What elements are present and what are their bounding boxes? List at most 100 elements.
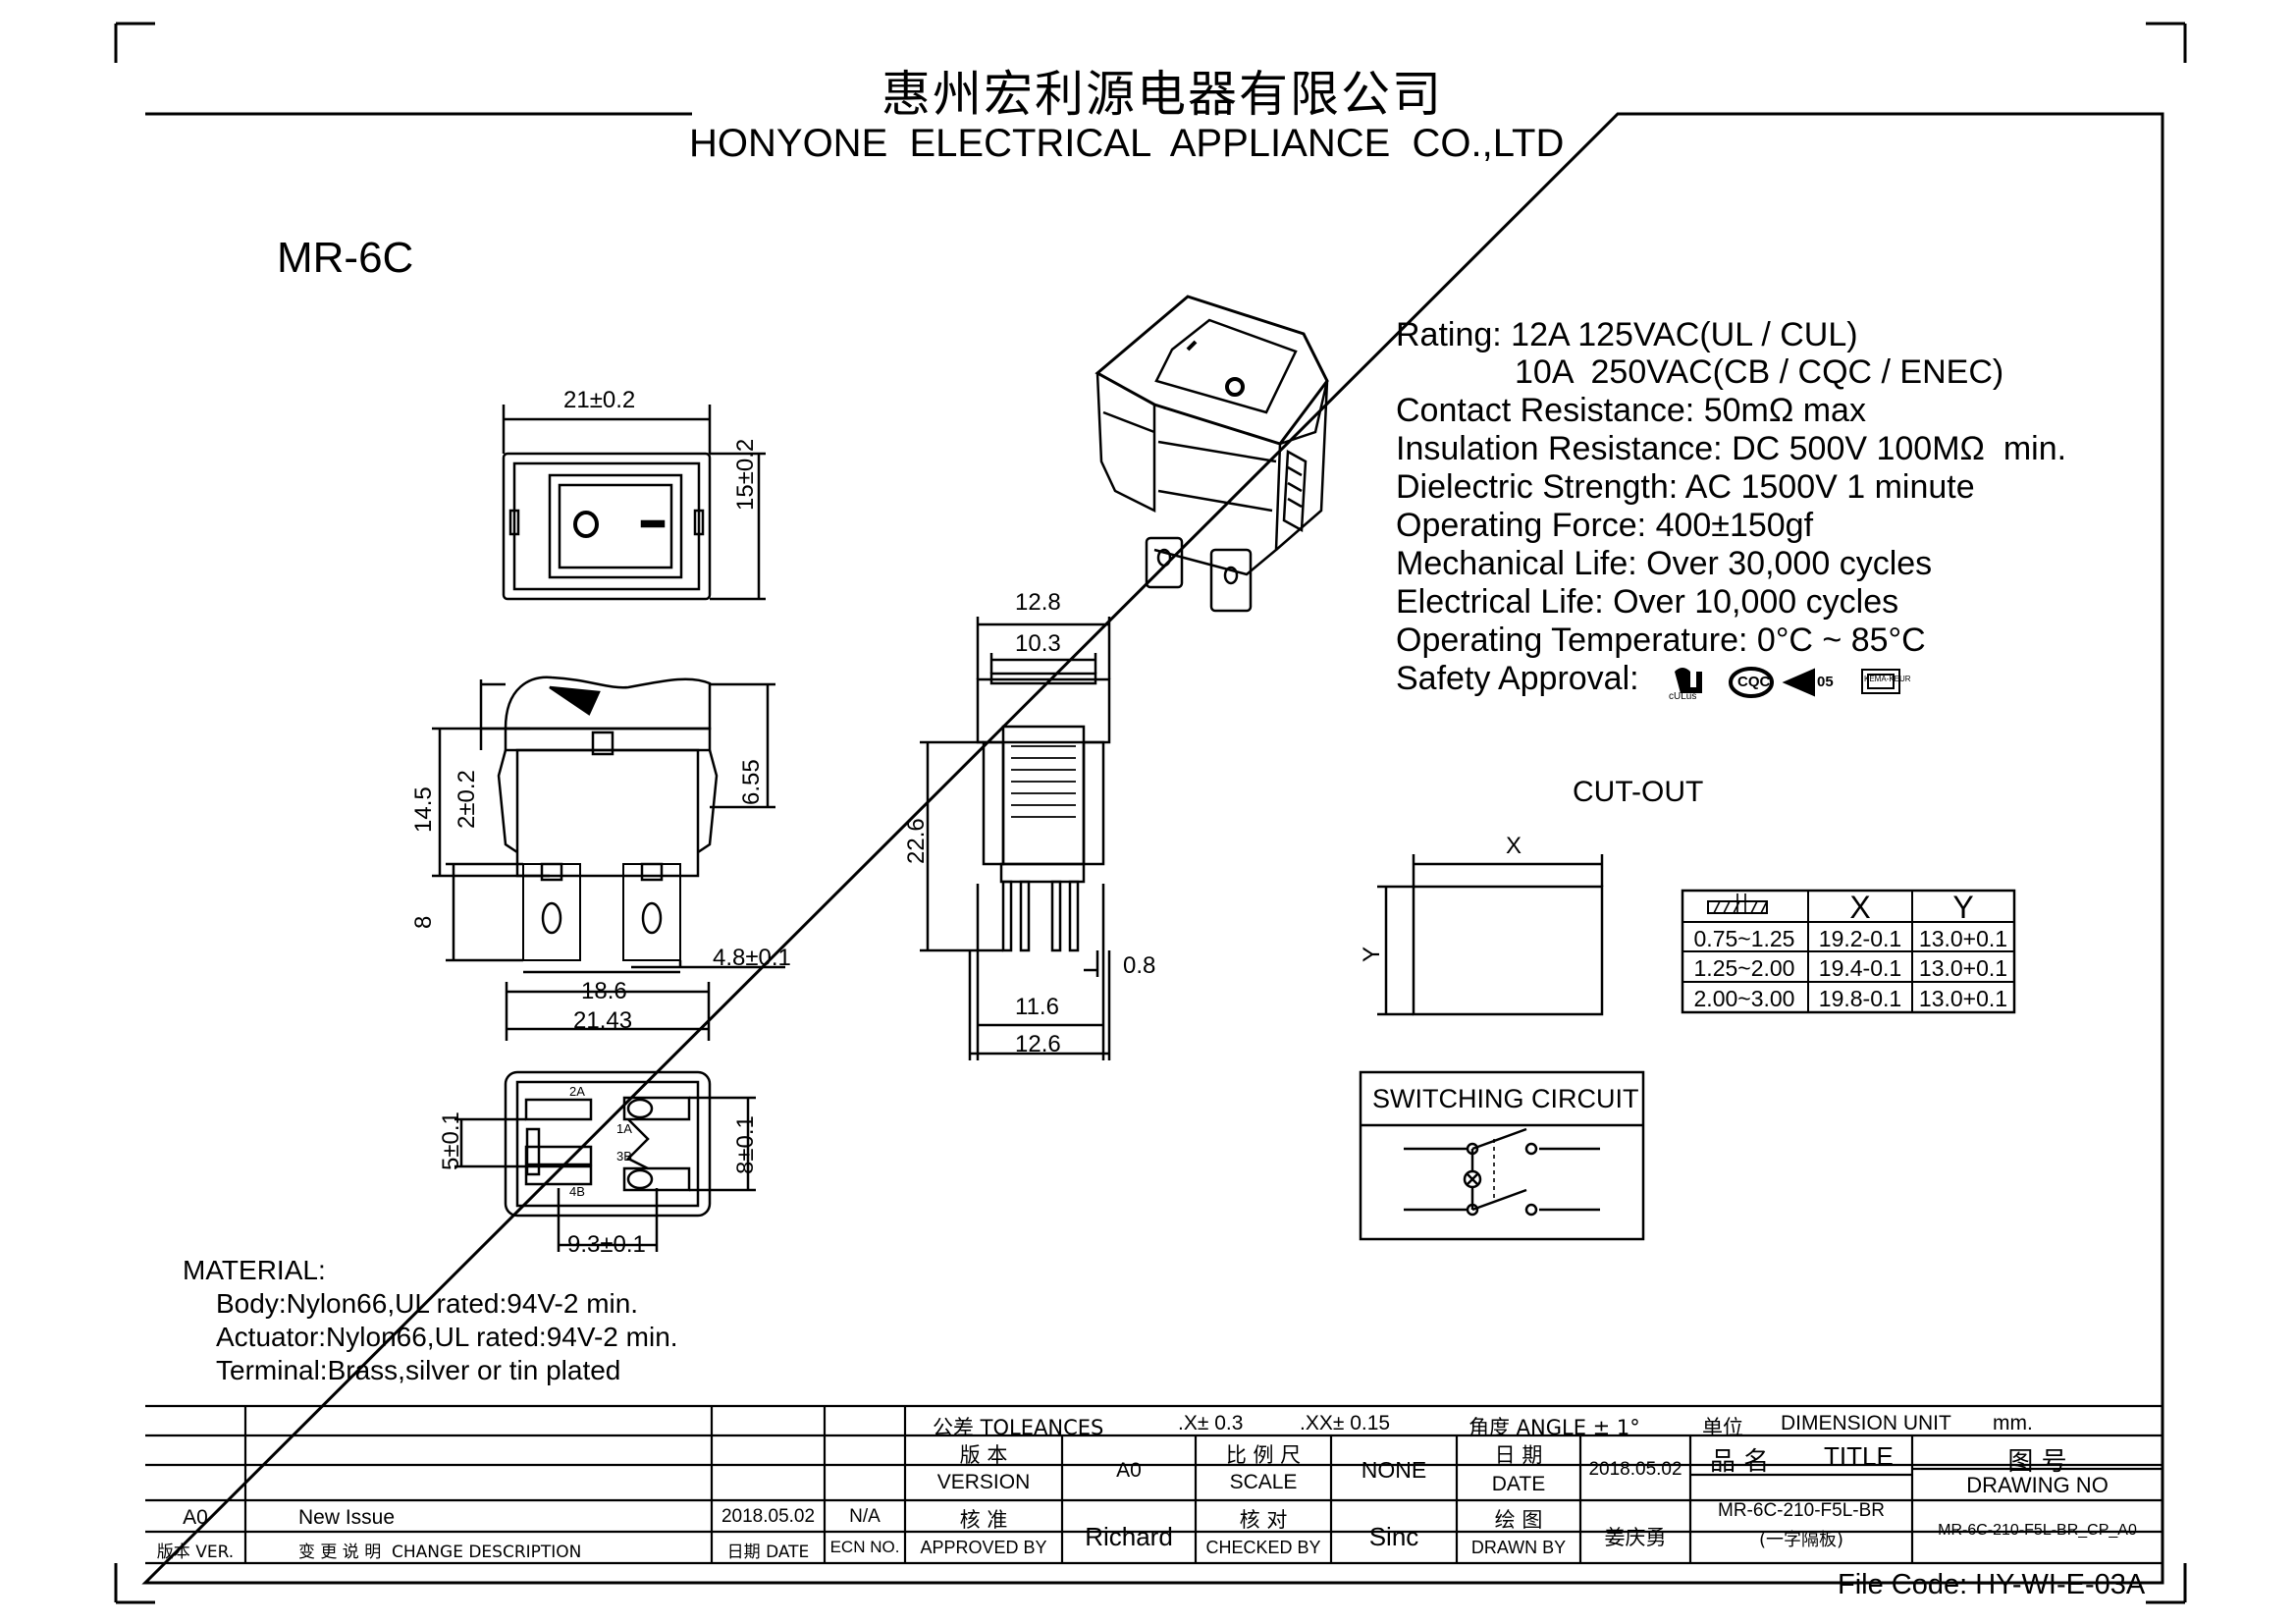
unit-label-cn: 单位 [1702,1416,1743,1439]
dim-front-21-43: 21.43 [573,1007,633,1034]
dim-side-12-8: 12.8 [1015,589,1061,616]
title-label-en: TITLE [1824,1441,1894,1471]
dim-side-pin: 0.8 [1123,952,1156,979]
dim-bottom-5: 5±0.1 [438,1111,464,1170]
dim-front-18-6: 18.6 [581,978,627,1004]
dim-front-6-55: 6.55 [738,759,765,805]
cutout-row-1-x: 19.2-0.1 [1818,926,1902,951]
revision-desc: New Issue [298,1506,396,1529]
spec-dielectric-strength: Dielectric Strength: AC 1500V 1 minute [1396,468,1975,506]
cutout-row-3-y: 13.0+0.1 [1918,986,2008,1011]
tolerance-x: .X± 0.3 [1178,1412,1244,1435]
revision-date: 2018.05.02 [721,1506,816,1527]
spec-electrical-life: Electrical Life: Over 10,000 cycles [1396,583,1899,621]
dim-side-10-3: 10.3 [1015,630,1061,657]
dim-bottom-8: 8±0.1 [732,1115,759,1174]
material-terminal: Terminal:Brass,silver or tin plated [216,1355,621,1385]
tolerance-label: 公差 TOLEANCES [933,1416,1104,1439]
cutout-header-y: Y [1952,890,1974,925]
spec-operating-temperature: Operating Temperature: 0°C ~ 85°C [1396,622,1926,659]
checked-label-cn: 核 对 [1239,1508,1288,1532]
approved-label-en: APPROVED BY [920,1538,1047,1557]
tolerance-angle: 角度 ANGLE ± 1° [1468,1416,1640,1439]
spec-rating: Rating: 12A 125VAC(UL / CUL) [1396,316,1858,353]
spec-rating-2: 10A 250VAC(CB / CQC / ENEC) [1515,353,2004,391]
dim-top-width: 21±0.2 [563,387,636,413]
cutout-row-2-y: 13.0+0.1 [1918,955,2008,981]
scale-label-en: SCALE [1229,1471,1298,1493]
drawn-label-en: DRAWN BY [1470,1538,1567,1557]
dim-bottom-9-3: 9.3±0.1 [567,1231,646,1258]
spec-insulation-resistance: Insulation Resistance: DC 500V 100MΩ min… [1396,430,2067,467]
company-name-en: HONYONE ELECTRICAL APPLIANCE CO.,LTD [689,122,1565,165]
spec-contact-resistance: Contact Resistance: 50mΩ max [1396,392,1866,429]
scale-label-cn: 比 例 尺 [1225,1443,1302,1467]
approved-value: Richard [1085,1522,1173,1551]
drawing-no-label-cn: 图 号 [2007,1447,2067,1477]
header-version: 版本 VER. [156,1543,235,1562]
file-code: File Code: HY-WI-E-03A [1838,1569,2146,1600]
revision-ver: A0 [183,1506,208,1529]
terminal-label-2a: 2A [569,1084,585,1099]
drawing-no-value: MR-6C-210-F5L-BR_CP_A0 [1938,1522,2137,1539]
dim-side-11-6: 11.6 [1015,994,1059,1020]
model-number: MR-6C [277,234,414,282]
checked-value: Sinc [1368,1522,1419,1551]
cutout-row-2-thickness: 1.25~2.00 [1693,955,1795,981]
dim-front-2: 2±0.2 [454,770,480,829]
unit-value: mm. [1993,1412,2033,1435]
ul-mark-icon: cULus [1669,691,1697,702]
drawing-no-label-en: DRAWING NO [1966,1473,2109,1497]
scale-value: NONE [1361,1457,1427,1483]
material-actuator: Actuator:Nylon66,UL rated:94V-2 min. [216,1322,678,1352]
cutout-title: CUT-OUT [1573,776,1704,808]
drawn-label-cn: 绘 图 [1494,1508,1543,1532]
material-body: Body:Nylon66,UL rated:94V-2 min. [216,1288,639,1319]
date-label-en: DATE [1491,1473,1546,1495]
dim-top-height: 15±0.2 [732,438,759,511]
dim-front-8: 8 [410,915,437,929]
title-label-cn: 品 名 [1710,1447,1770,1477]
cutout-row-1-thickness: 0.75~1.25 [1693,926,1795,951]
version-label-cn: 版 本 [959,1443,1008,1467]
spec-mechanical-life: Mechanical Life: Over 30,000 cycles [1396,545,1933,582]
revision-ecn: N/A [849,1506,881,1527]
spec-operating-force: Operating Force: 400±150gf [1396,507,1814,544]
dim-front-14-5: 14.5 [410,786,437,833]
cutout-x-label: X [1506,833,1522,859]
checked-label-en: CHECKED BY [1205,1538,1321,1557]
cutout-row-1-y: 13.0+0.1 [1918,926,2008,951]
dim-front-tab: 4.8±0.1 [713,945,791,971]
header-change-description: 变 更 说 明 CHANGE DESCRIPTION [298,1543,582,1562]
header-date: 日期 DATE [726,1543,810,1562]
terminal-label-4b: 4B [569,1184,585,1199]
terminal-label-3b: 3B [616,1149,632,1164]
cutout-row-2-x: 19.4-0.1 [1818,955,1902,981]
tolerance-xx: .XX± 0.15 [1300,1412,1391,1435]
cutout-row-3-x: 19.8-0.1 [1818,986,1902,1011]
title-value: MR-6C-210-F5L-BR [1718,1500,1885,1521]
material-title: MATERIAL: [183,1255,326,1285]
unit-label-en: DIMENSION UNIT [1781,1412,1951,1435]
company-name-cn: 惠州宏利源电器有限公司 [881,66,1443,123]
dim-side-22-6: 22.6 [903,818,930,864]
version-label-en: VERSION [936,1471,1031,1493]
cutout-header-x: X [1849,890,1871,925]
kema-mark-icon: KEMA-KEUR [1864,675,1911,683]
header-ecn: ECN NO. [829,1538,900,1556]
enec-mark-icon: 05 [1817,674,1834,690]
spec-safety-approval: Safety Approval: [1396,660,1639,697]
cqc-mark-icon: CQC [1737,674,1771,690]
cutout-row-3-thickness: 2.00~3.00 [1693,986,1795,1011]
terminal-label-1a: 1A [616,1121,632,1136]
version-value: A0 [1116,1459,1142,1482]
title-subtitle: (一字隔板) [1758,1530,1844,1550]
date-label-cn: 日 期 [1494,1443,1543,1467]
dim-side-12-6: 12.6 [1015,1031,1061,1057]
drawn-value: 姜庆勇 [1604,1526,1667,1549]
cutout-y-label: Y [1359,946,1385,962]
switching-circuit-title: SWITCHING CIRCUIT [1372,1084,1639,1113]
date-value: 2018.05.02 [1588,1459,1682,1480]
approved-label-cn: 核 准 [959,1508,1008,1532]
